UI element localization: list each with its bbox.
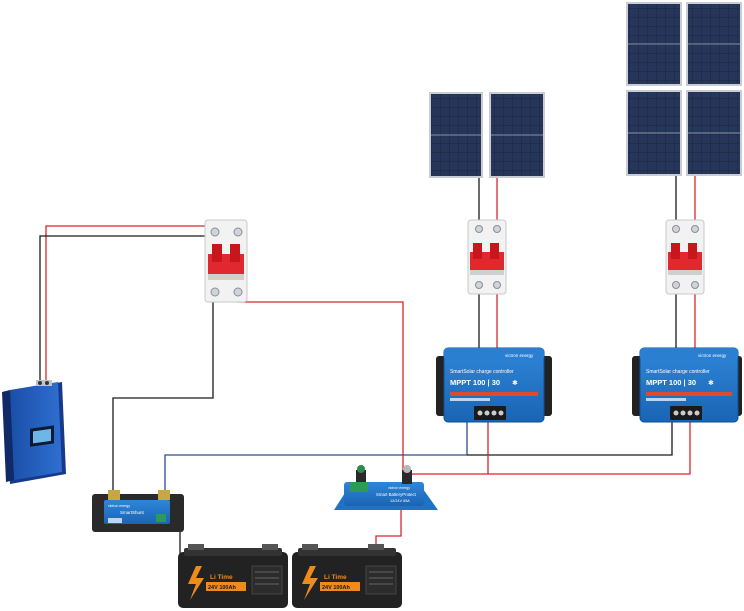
wire-mppt1-positive [408,422,489,475]
wire-mppt2-positive [488,422,691,475]
battery1-spec: 24V 100Ah [208,585,236,591]
solar-panel [429,92,483,178]
wire-breaker-to-protect [237,298,406,479]
mppt2-title: SmartSolar charge controller [646,369,710,375]
battery-protect-brand: victron energy [388,486,410,490]
solar-panel-array-1 [429,92,545,178]
solar-panel [489,92,545,178]
bluetooth-icon: ✱ [708,379,714,387]
battery1-brand: Li Time [210,574,233,581]
mppt-controller-2: victron energy SmartSolar charge control… [632,347,742,423]
smartshunt-label: SmartShunt [120,510,145,515]
wire-mppt-negative-bus [164,422,468,494]
mppt2-model: MPPT 100 | 30 [646,378,696,387]
dc-breaker-pv1 [467,219,507,295]
solar-panel [686,2,742,86]
wire-inverter-positive [45,225,238,385]
wires [39,176,696,561]
battery-2: Li Time 24V 100Ah [292,544,402,608]
smartshunt-brand: victron energy [108,504,130,508]
grid-tie-inverter [2,380,66,484]
mppt1-brand: victron energy [505,353,534,358]
bluetooth-icon: ✱ [512,379,518,387]
battery2-brand: Li Time [324,574,347,581]
solar-panel [626,90,682,176]
mppt2-brand: victron energy [698,353,727,358]
battery-protect-rating: 12/24V 65A [390,499,410,503]
mppt-controller-1: victron energy SmartSolar charge control… [436,347,552,423]
mppt1-title: SmartSolar charge controller [450,369,514,375]
smartshunt: victron energy SmartShunt [92,490,184,532]
solar-panel [626,2,682,86]
wire-inverter-negative [39,235,215,385]
dc-breaker-pv2 [665,219,705,295]
wire-breaker-to-shunt [112,298,214,492]
solar-panel-array-2 [626,2,742,176]
battery-1: Li Time 24V 100Ah [178,544,288,608]
battery-protect-label: Smart BatteryProtect [376,492,417,497]
mppt1-model: MPPT 100 | 30 [450,378,500,387]
dc-breaker-inverter [204,219,248,303]
smart-battery-protect: victron energy Smart BatteryProtect 12/2… [334,465,438,510]
wire-mppt2-negative [467,422,673,456]
solar-panel [686,90,742,176]
battery2-spec: 24V 100Ah [322,585,350,591]
